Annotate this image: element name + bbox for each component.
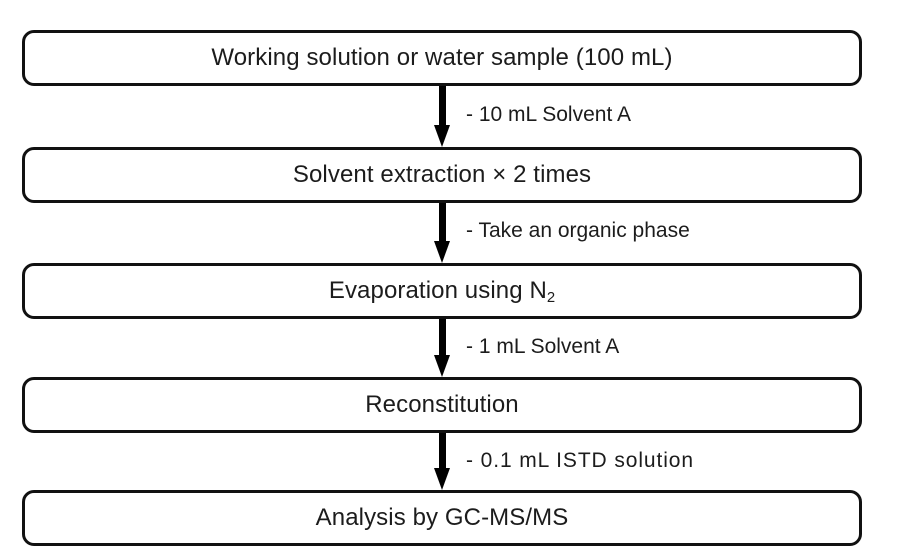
process-node-evaporation[interactable]: Evaporation using N2 (22, 263, 862, 319)
process-node-label: Reconstitution (365, 391, 519, 418)
process-node-label: Working solution or water sample (100 mL… (211, 44, 673, 71)
arrow-head-icon (434, 355, 450, 377)
arrow-head-icon (434, 468, 450, 490)
edge-label-1: - 10 mL Solvent A (466, 103, 631, 126)
flow-arrow-down-4 (434, 433, 451, 490)
process-node-label-text: Evaporation using N (328, 277, 547, 304)
arrow-shaft (439, 319, 446, 355)
edge-label-3: - 1 mL Solvent A (466, 335, 620, 358)
process-node-label: Analysis by GC-MS/MS (315, 504, 569, 531)
process-node-reconstitution[interactable]: Reconstitution (22, 377, 862, 433)
process-node-label: Solvent extraction × 2 times (292, 161, 592, 188)
arrow-shaft (439, 86, 446, 125)
process-node-label: Evaporation using N2 (328, 277, 556, 307)
process-node-label-subscript: 2 (546, 290, 556, 307)
arrow-shaft (439, 203, 446, 241)
arrow-head-icon (434, 241, 450, 263)
flow-arrow-down-3 (434, 319, 451, 377)
process-node-working-solution[interactable]: Working solution or water sample (100 mL… (22, 30, 862, 86)
arrow-shaft (439, 433, 446, 468)
process-node-solvent-extraction[interactable]: Solvent extraction × 2 times (22, 147, 862, 203)
flow-arrow-down-1 (434, 86, 451, 147)
process-node-analysis[interactable]: Analysis by GC-MS/MS (22, 490, 862, 546)
arrow-head-icon (434, 125, 450, 147)
edge-label-4: - 0.1 mL ISTD solution (466, 449, 694, 472)
flow-arrow-down-2 (434, 203, 451, 263)
edge-label-2: - Take an organic phase (466, 219, 690, 242)
